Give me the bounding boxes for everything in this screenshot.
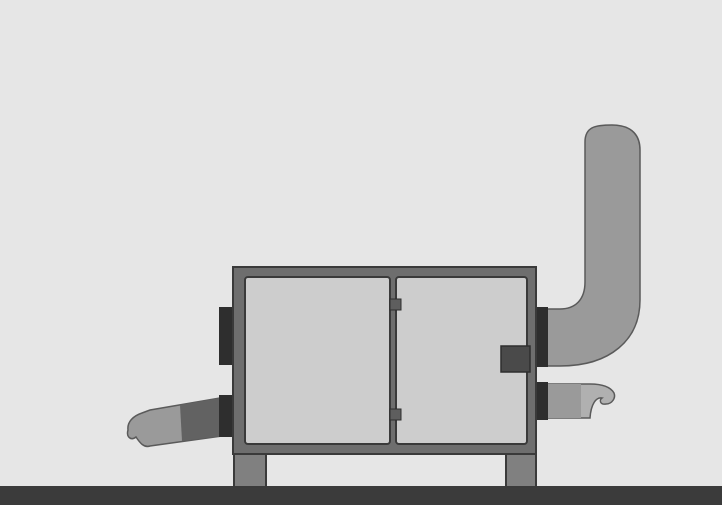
- left-leg: [233, 452, 267, 488]
- upper-hinge: [389, 298, 402, 311]
- left-flexible-duct-dark: [180, 398, 222, 441]
- right-leg: [505, 452, 537, 488]
- left-lower-collar: [219, 395, 235, 437]
- right-short-duct-band: [545, 384, 581, 418]
- vertical-duct-elbow: [545, 124, 641, 367]
- floor: [0, 486, 722, 505]
- right-lower-collar: [535, 382, 548, 420]
- left-upper-collar: [219, 307, 235, 365]
- right-upper-collar: [535, 307, 548, 367]
- left-door-panel: [244, 276, 391, 445]
- door-handle: [500, 345, 531, 373]
- lower-hinge: [389, 408, 402, 421]
